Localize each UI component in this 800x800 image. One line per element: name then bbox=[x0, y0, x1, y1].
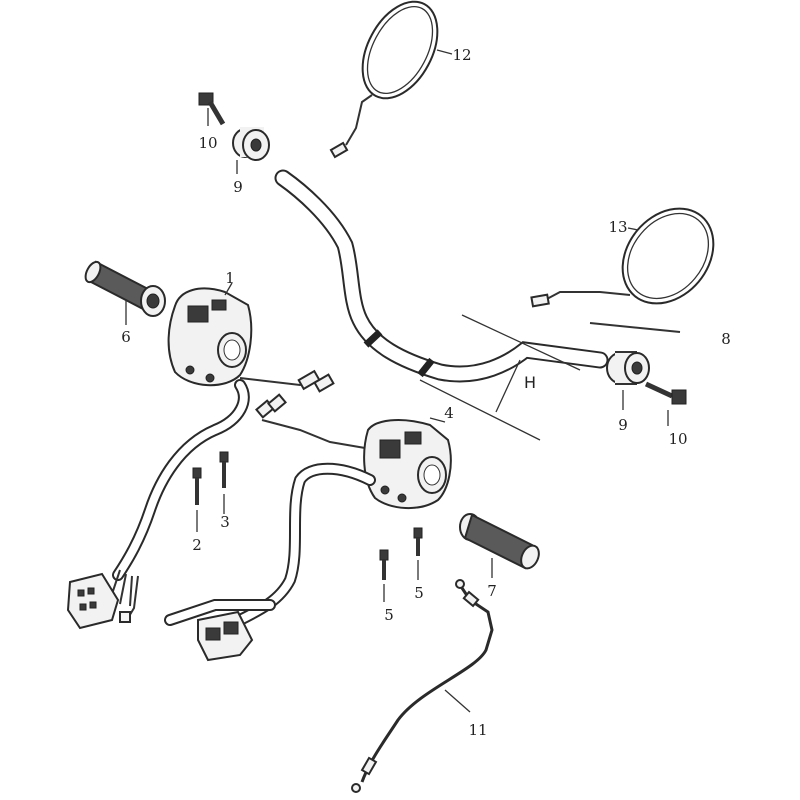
switch-housing-4 bbox=[363, 417, 452, 510]
screw-3 bbox=[219, 451, 229, 514]
right-switch-harness bbox=[164, 462, 376, 662]
handlebar-8 bbox=[274, 169, 681, 383]
label-1: 1 bbox=[225, 269, 235, 287]
label-8: 8 bbox=[721, 330, 731, 348]
screw-2 bbox=[192, 467, 202, 532]
grip-6 bbox=[84, 260, 166, 325]
left-switch-harness bbox=[66, 369, 335, 630]
mirror-13 bbox=[530, 207, 715, 308]
label-12: 12 bbox=[452, 46, 471, 64]
screw-5-right bbox=[413, 527, 423, 580]
label-10-upper: 10 bbox=[198, 134, 217, 152]
label-2: 2 bbox=[192, 536, 202, 554]
label-10-right: 10 bbox=[668, 430, 687, 448]
label-13: 13 bbox=[608, 218, 627, 236]
bar-end-weight-9-upper bbox=[232, 127, 270, 174]
switch-housing-1 bbox=[167, 282, 253, 387]
right-switch-connectors bbox=[255, 393, 366, 449]
label-5-right: 5 bbox=[414, 584, 424, 602]
mirror-12 bbox=[329, 0, 453, 159]
dimension-h bbox=[419, 314, 581, 441]
grip-7 bbox=[459, 513, 540, 578]
bolt-10-upper bbox=[198, 92, 226, 126]
bar-end-weight-9-right bbox=[606, 351, 650, 410]
label-3: 3 bbox=[220, 513, 230, 531]
label-11: 11 bbox=[468, 721, 487, 739]
label-5-left: 5 bbox=[384, 606, 394, 624]
bolt-10-right bbox=[644, 381, 687, 426]
label-9-right: 9 bbox=[618, 416, 628, 434]
throttle-cable-11 bbox=[351, 579, 494, 793]
label-7: 7 bbox=[487, 582, 497, 600]
label-6: 6 bbox=[121, 328, 131, 346]
label-9-upper: 9 bbox=[233, 178, 243, 196]
label-4: 4 bbox=[444, 404, 454, 422]
label-h-dimension: H bbox=[524, 373, 536, 392]
screw-5-left bbox=[379, 549, 389, 602]
